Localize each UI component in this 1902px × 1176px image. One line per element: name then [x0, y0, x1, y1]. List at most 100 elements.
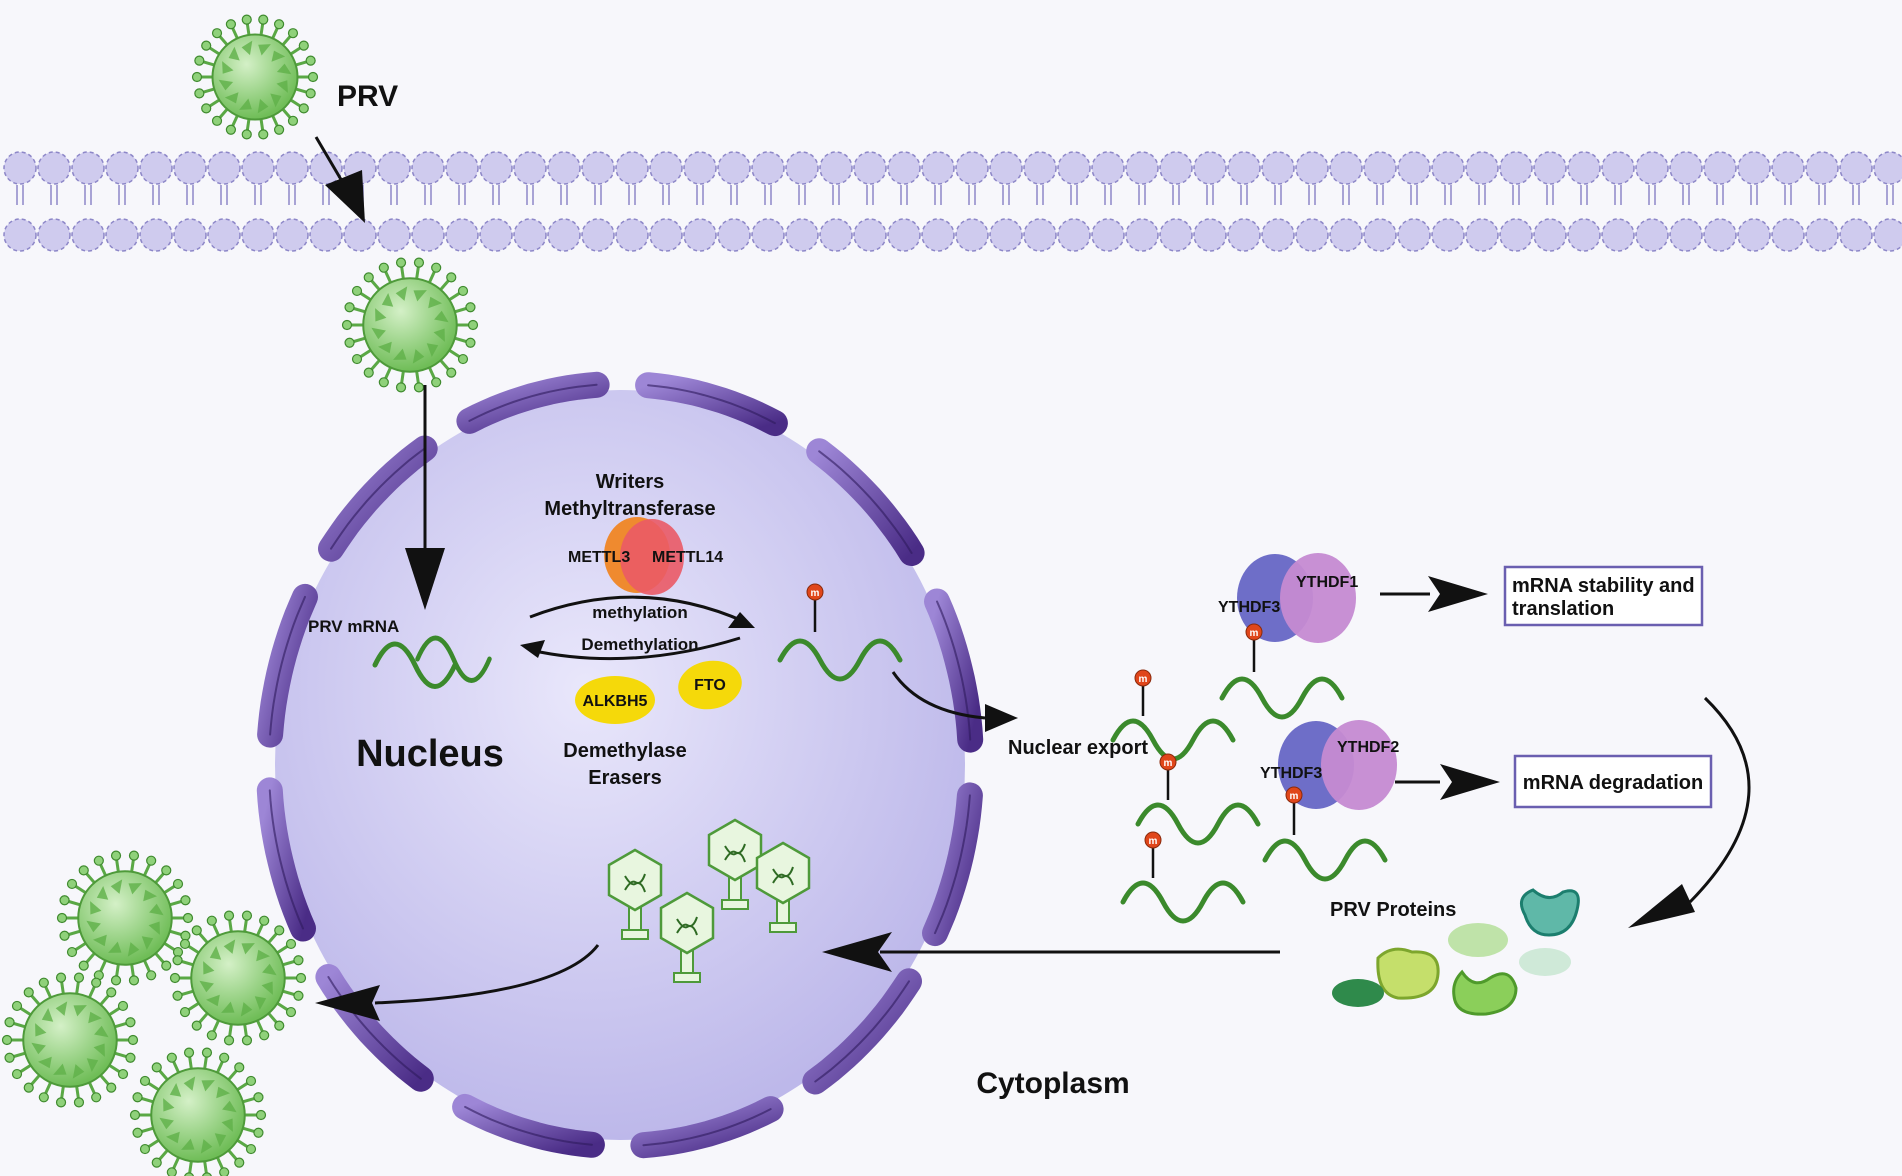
lipid-head: [1193, 151, 1227, 185]
lipid-head: [1873, 151, 1902, 185]
protein-mint: [1519, 948, 1571, 976]
lipid-head: [1839, 218, 1873, 252]
capsid: [755, 841, 811, 933]
svg-text:m: m: [811, 588, 820, 599]
mettl14-label: METTL14: [652, 549, 723, 566]
lipid-head: [1839, 151, 1873, 185]
lipid-head: [343, 218, 377, 252]
mettl3-mettl14-complex: [604, 517, 684, 595]
lipid-head: [615, 218, 649, 252]
lipid-head: [479, 218, 513, 252]
stability-label-2: translation: [1512, 598, 1614, 620]
lipid-head: [581, 151, 615, 185]
lipid-head: [955, 218, 989, 252]
lipid-head: [615, 151, 649, 185]
lipid-head: [139, 218, 173, 252]
lipid-head: [1465, 218, 1499, 252]
translation-curve-arrow: [1628, 696, 1751, 928]
lipid-head: [1023, 218, 1057, 252]
mrna-bound-ythdf1: m: [1219, 623, 1345, 720]
nucleus-label: Nucleus: [356, 733, 504, 775]
lipid-head: [1567, 218, 1601, 252]
lipid-head: [1669, 218, 1703, 252]
lipid-head: [1397, 151, 1431, 185]
lipid-head: [241, 218, 275, 252]
mettl14-shape: [620, 519, 684, 595]
fto-label: FTO: [694, 677, 726, 694]
lipid-head: [1227, 218, 1261, 252]
lipid-head: [309, 218, 343, 252]
protein-dark-green: [1332, 979, 1384, 1007]
prv-virion: [169, 910, 307, 1046]
writers-label: Writers: [596, 471, 665, 493]
prv-mrna-strand-2: [415, 635, 492, 683]
lipid-head: [377, 218, 411, 252]
lipid-head: [105, 151, 139, 185]
lipid-head: [955, 151, 989, 185]
fto-eraser: [678, 660, 742, 710]
lipid-head: [819, 218, 853, 252]
lipid-head: [1057, 218, 1091, 252]
lipid-head: [1227, 151, 1261, 185]
lipid-head: [1295, 218, 1329, 252]
prv-virion: [1, 972, 139, 1108]
lipid-head: [173, 218, 207, 252]
lipid-head: [479, 151, 513, 185]
prv-protein-cluster: [1332, 888, 1580, 1016]
demethylase-label: Demethylase: [563, 740, 686, 762]
lipid-head: [207, 151, 241, 185]
lipid-head: [309, 151, 343, 185]
lipid-head: [1601, 218, 1635, 252]
svg-text:m: m: [1290, 791, 1299, 802]
lipid-head: [683, 151, 717, 185]
lipid-head: [1091, 151, 1125, 185]
prv-virion: [341, 257, 479, 393]
stability-label-1: mRNA stability and: [1512, 575, 1695, 597]
methyltransferase-label: Methyltransferase: [544, 498, 715, 520]
stability-arrow: [1380, 576, 1488, 612]
entry-arrow: [314, 136, 365, 223]
svg-text:m: m: [1139, 674, 1148, 685]
lipid-head: [1261, 218, 1295, 252]
alkbh5-eraser: [575, 676, 655, 724]
lipid-head: [1635, 218, 1669, 252]
cytoplasm-methylated-mrnas: mmm: [1110, 669, 1261, 924]
lipid-head: [1261, 151, 1295, 185]
lipid-head: [547, 218, 581, 252]
lipid-head: [1737, 151, 1771, 185]
nucleus: [256, 371, 984, 1159]
stability-box: [1503, 565, 1704, 627]
lipid-head: [649, 218, 683, 252]
capsid: [659, 891, 715, 983]
lipid-head: [1397, 218, 1431, 252]
svg-text:m: m: [1149, 836, 1158, 847]
lipid-head: [3, 218, 37, 252]
nucleus-body: [275, 390, 965, 1140]
degradation-label: mRNA degradation: [1523, 772, 1703, 794]
lipid-head: [921, 218, 955, 252]
ythdf3-label-top: YTHDF3: [1218, 599, 1280, 616]
lipid-head: [989, 151, 1023, 185]
lipid-head: [1805, 151, 1839, 185]
lipid-head: [785, 218, 819, 252]
lipid-head: [1771, 151, 1805, 185]
protein-green: [1452, 969, 1518, 1016]
ythdf2-label: YTHDF2: [1337, 739, 1399, 756]
protein-teal: [1519, 888, 1580, 937]
methylation-label: methylation: [592, 603, 687, 622]
methylation-arrow: [529, 595, 755, 628]
ythdf1-shape: [1280, 553, 1356, 643]
lipid-head: [411, 218, 445, 252]
lipid-head: [751, 151, 785, 185]
lipid-head: [1873, 218, 1902, 252]
protein-import-arrow: [822, 932, 1280, 972]
lipid-head: [1193, 218, 1227, 252]
degradation-box: [1513, 754, 1713, 809]
lipid-head: [1091, 218, 1125, 252]
protein-lime: [1376, 947, 1440, 1000]
prv-virion: [129, 1047, 267, 1176]
lipid-head: [1159, 218, 1193, 252]
lipid-head: [1465, 151, 1499, 185]
lipid-head: [1159, 151, 1193, 185]
